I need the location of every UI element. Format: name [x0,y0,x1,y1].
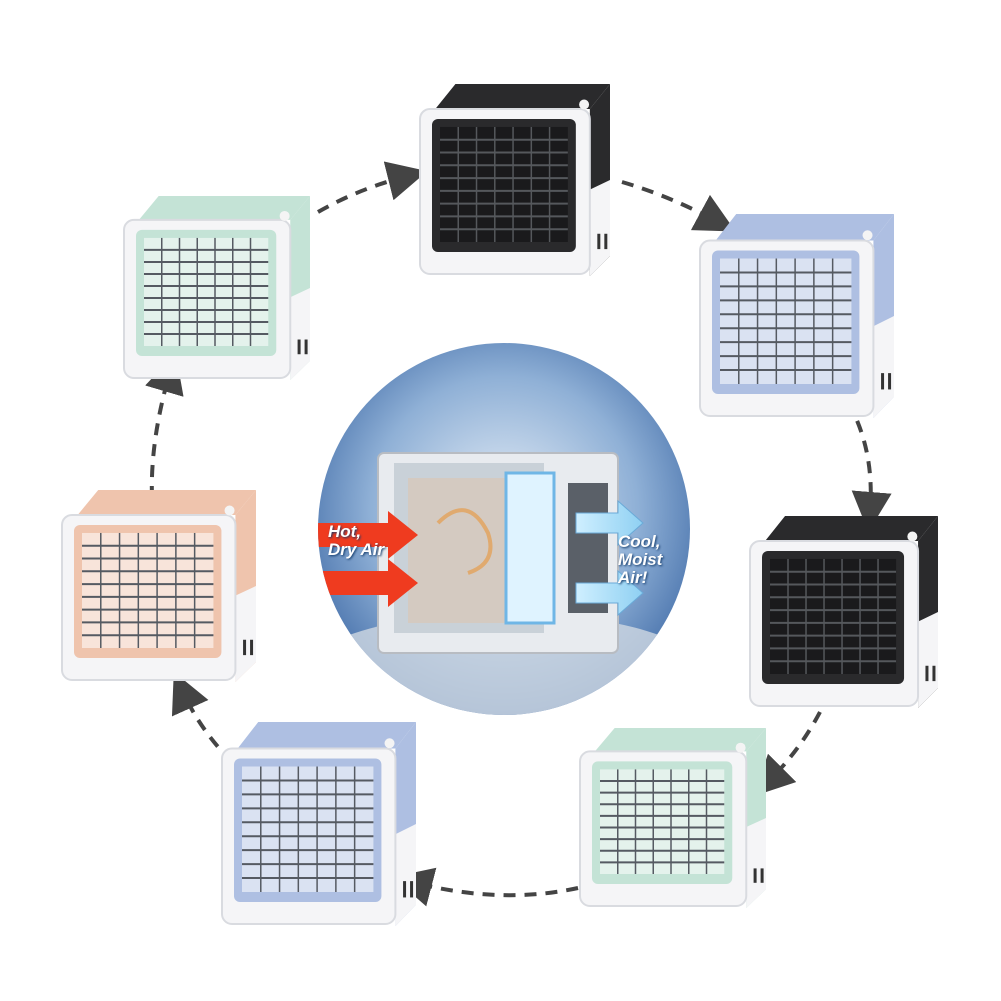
cooler-grille [144,237,269,346]
arrow-right-down [846,401,892,532]
cooler-left-peach [61,490,256,682]
cooler-right-upper-blue [699,214,894,418]
side-vent [932,665,936,682]
cooler-top-face [715,214,894,241]
cooler-knob [224,505,235,516]
cooler-right-black [749,516,938,708]
cooler-grille [242,766,374,892]
cooler-knob [279,210,290,221]
cooler-grille [82,532,214,648]
cooler-top-face [77,490,256,515]
hot-dry-air-label: Hot, Dry Air [328,522,385,559]
side-vent [403,881,407,898]
side-vent [304,339,308,355]
side-vent [597,233,601,250]
cooler-side-base [395,824,416,926]
side-vent [297,339,301,355]
cooler-side-base [746,818,766,908]
arrow-bottomright-to-bottomleft [392,867,579,907]
cooler-grille [600,769,725,874]
cooler-side-base [589,180,610,276]
arrow-right-to-bottomright [753,711,822,797]
side-vent [925,665,929,682]
cooler-side-base [235,586,256,682]
cooler-top-black [419,84,610,276]
cooler-top-face [765,516,938,541]
cooler-grille [770,558,897,674]
airflow-illustration: Hot, Dry Air Cool, Moist Air! [318,343,690,715]
arrow-topleft-to-top [317,161,428,214]
cooler-top-face [435,84,610,109]
side-vent [410,881,414,898]
cooler-knob [907,531,918,542]
side-vent [888,373,892,390]
airflow-scene [318,343,690,715]
cooler-side-base [290,288,310,380]
arrow-top-to-right [621,180,736,232]
side-vent [243,639,247,656]
cooler-bottom-left-blue [221,722,416,926]
cooler-top-face [594,728,766,752]
side-vent [250,639,254,656]
side-vent [753,868,757,883]
cooler-bottom-right-mint [579,728,766,908]
cooler-side-base [918,612,938,708]
cooler-top-face [138,196,310,220]
cooler-top-left-mint [123,196,310,380]
arrow-left-up [145,352,184,499]
side-vent [881,373,885,390]
cooler-knob [384,738,395,749]
side-vent [604,233,608,250]
cooler-grille [720,258,852,384]
cooler-knob [579,99,590,110]
side-vent [760,868,764,883]
cooler-side-base [873,316,894,418]
cool-moist-air-label: Cool, Moist Air! [618,532,663,587]
cooler-knob [735,742,746,753]
cooler-top-face [237,722,416,749]
cooler-knob [862,230,873,241]
cooler-grille [440,126,568,242]
